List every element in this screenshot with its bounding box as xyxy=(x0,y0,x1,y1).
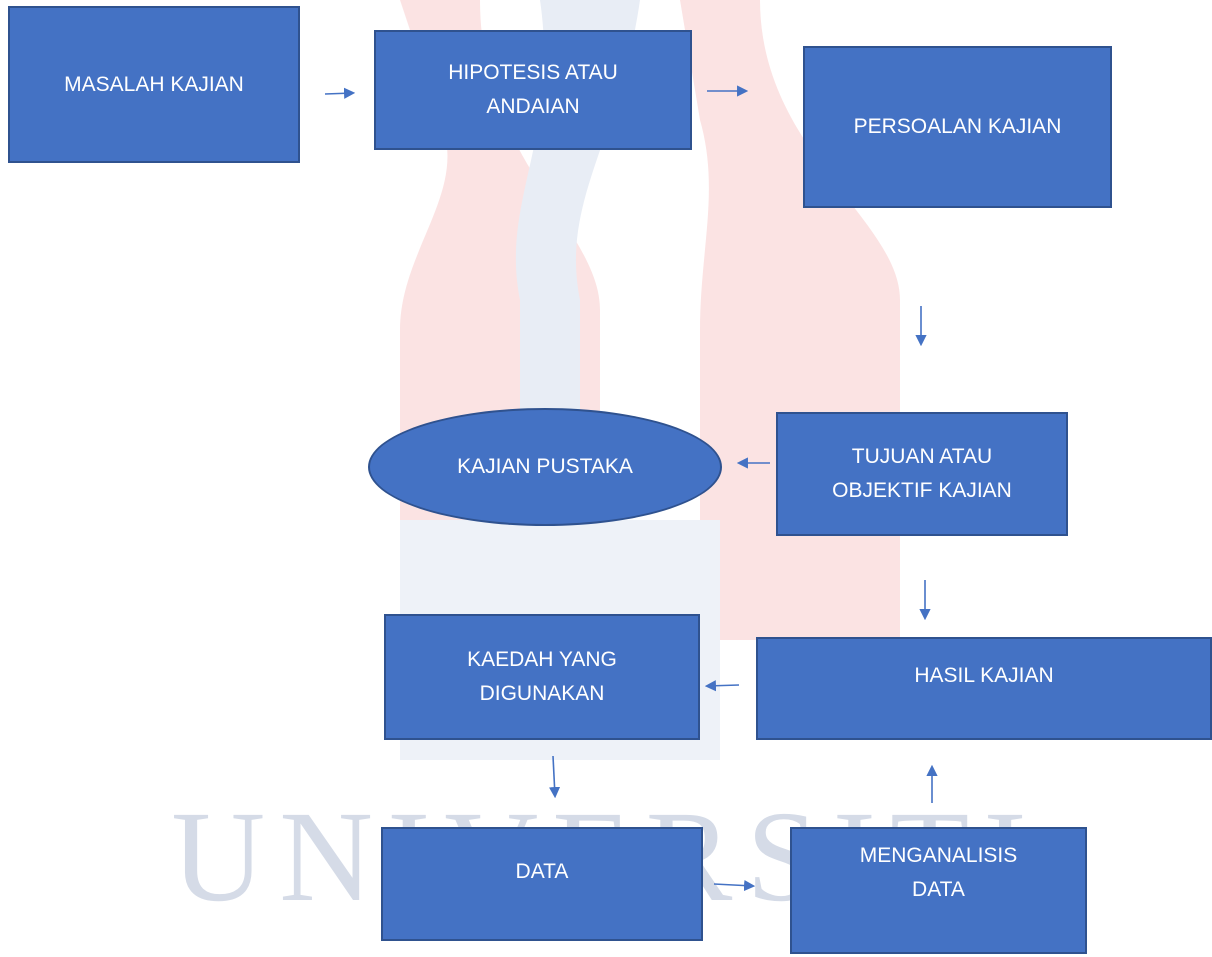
data-box: DATA xyxy=(381,827,703,941)
masalah-kajian-box: MASALAH KAJIAN xyxy=(8,6,300,163)
kaedah-label-line1: KAEDAH YANG xyxy=(467,648,617,671)
kaedah-label-line2: DIGUNAKAN xyxy=(479,682,605,705)
arrow-data-to-menganalisis xyxy=(713,879,756,892)
masalah-kajian-label: MASALAH KAJIAN xyxy=(64,72,244,96)
persoalan-kajian-box: PERSOALAN KAJIAN xyxy=(803,46,1112,208)
tujuan-label-line2: OBJEKTIF KAJIAN xyxy=(832,479,1012,502)
tujuan-box: TUJUAN ATAU OBJEKTIF KAJIAN xyxy=(776,412,1068,536)
hasil-kajian-box: HASIL KAJIAN xyxy=(756,637,1212,740)
arrow-hasil-to-kaedah xyxy=(704,680,740,692)
persoalan-kajian-label: PERSOALAN KAJIAN xyxy=(853,115,1062,138)
hipotesis-box: HIPOTESIS ATAU ANDAIAN xyxy=(374,30,692,150)
hasil-kajian-label: HASIL KAJIAN xyxy=(914,664,1054,687)
kajian-pustaka-ellipse: KAJIAN PUSTAKA xyxy=(368,408,722,526)
menganalisis-label-line1: MENGANALISIS xyxy=(859,844,1018,867)
arrow-kaedah-to-data xyxy=(548,755,561,799)
kajian-pustaka-label: KAJIAN PUSTAKA xyxy=(457,455,633,478)
data-label: DATA xyxy=(515,860,569,883)
arrow-masalah-to-hipotesis xyxy=(324,87,356,99)
menganalisis-box: MENGANALISIS DATA xyxy=(790,827,1087,954)
kaedah-box: KAEDAH YANG DIGUNAKAN xyxy=(384,614,700,740)
tujuan-label-line1: TUJUAN ATAU xyxy=(851,445,993,468)
menganalisis-label-line2: DATA xyxy=(912,878,965,901)
hipotesis-label-line2: ANDAIAN xyxy=(486,95,580,118)
hipotesis-label-line1: HIPOTESIS ATAU xyxy=(448,61,618,84)
